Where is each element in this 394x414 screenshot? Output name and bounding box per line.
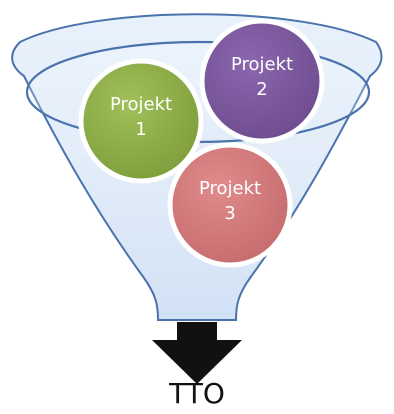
project-3-circle: Projekt 3	[167, 142, 293, 268]
project-1-label-line1: Projekt	[110, 94, 172, 115]
project-2-circle: Projekt 2	[199, 18, 325, 144]
project-3-label-line2: 3	[224, 203, 235, 224]
project-2-label-line2: 2	[256, 79, 267, 100]
project-1-circle: Projekt 1	[78, 58, 204, 184]
project-3-label-line1: Projekt	[199, 178, 261, 199]
project-1-label-line2: 1	[135, 119, 146, 140]
down-arrow-icon	[152, 322, 242, 384]
output-label: TTO	[168, 377, 225, 410]
project-2-label-line1: Projekt	[231, 54, 293, 75]
